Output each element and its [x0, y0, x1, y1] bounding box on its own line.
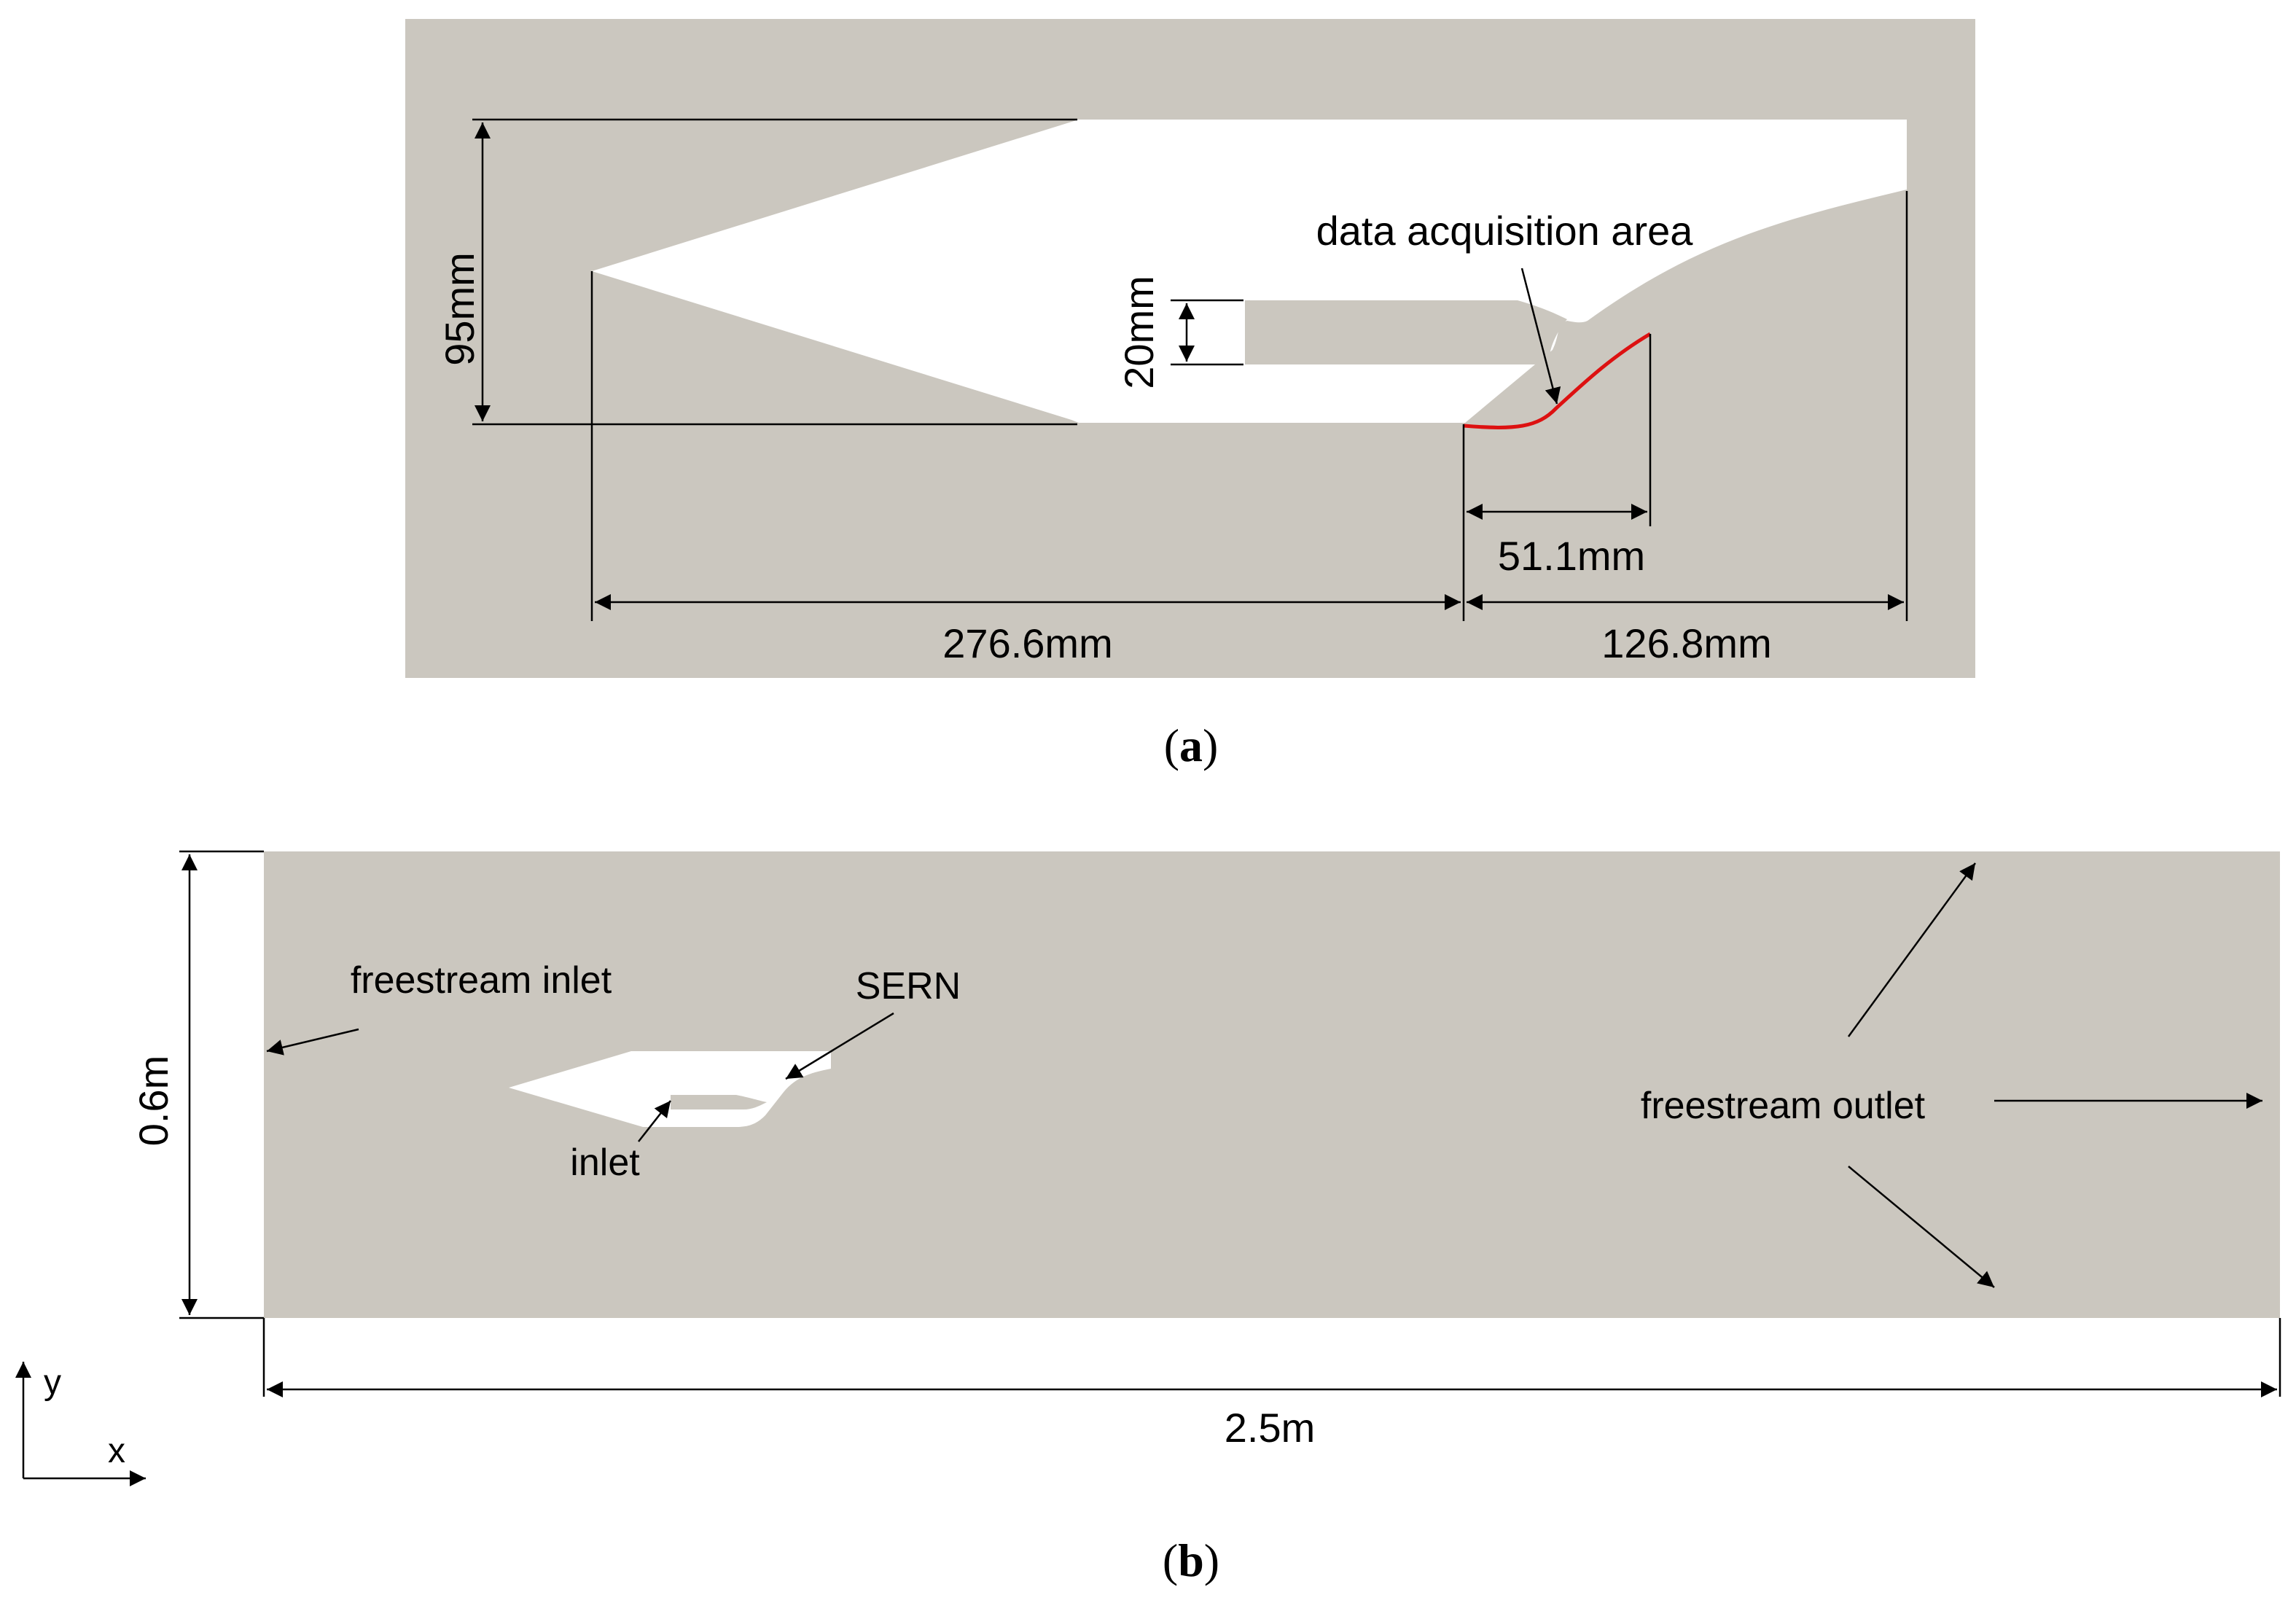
inlet-label: inlet — [570, 1142, 640, 1184]
nozzle-body-shape — [592, 120, 1907, 423]
panel-a-label: (a) — [1164, 719, 1219, 771]
x-axis-label: x — [108, 1432, 125, 1470]
centerbody — [1245, 300, 1567, 364]
dim-276-label: 276.6mm — [942, 620, 1112, 666]
data-acquisition-pointer — [1520, 268, 1561, 405]
panel-a: 95mm 20mm 51.1mm 276.6mm 126.8mm data ac… — [405, 19, 1975, 771]
dim-20-label: 20mm — [1116, 276, 1162, 389]
sern-pointer — [785, 1012, 894, 1080]
freestream-inlet-pointer — [266, 1028, 359, 1056]
dim-95-label: 95mm — [437, 252, 483, 366]
dim-25-label: 2.5m — [1225, 1405, 1316, 1451]
data-acquisition-label: data acquisition area — [1316, 208, 1694, 254]
dim-51-label: 51.1mm — [1498, 533, 1645, 579]
inlet-pointer — [638, 1100, 671, 1142]
freestream-outlet-label: freestream outlet — [1641, 1085, 1926, 1127]
outlet-arrow-up — [1847, 862, 1977, 1037]
sern-centerbody-small — [671, 1095, 767, 1109]
panel-b: 0.6m 2.5m freestream inlet SERN inlet fr… — [15, 850, 2281, 1586]
sern-label: SERN — [856, 965, 961, 1007]
data-acquisition-curve — [1463, 332, 1652, 429]
coordinate-axes: y x — [15, 1362, 146, 1486]
dim-06-label: 0.6m — [130, 1056, 176, 1147]
freestream-inlet-label: freestream inlet — [351, 959, 612, 1002]
panel-b-label: (b) — [1163, 1534, 1219, 1586]
y-axis-label: y — [44, 1363, 61, 1402]
outlet-arrow-down — [1848, 1166, 1995, 1288]
dim-126-label: 126.8mm — [1601, 620, 1771, 666]
